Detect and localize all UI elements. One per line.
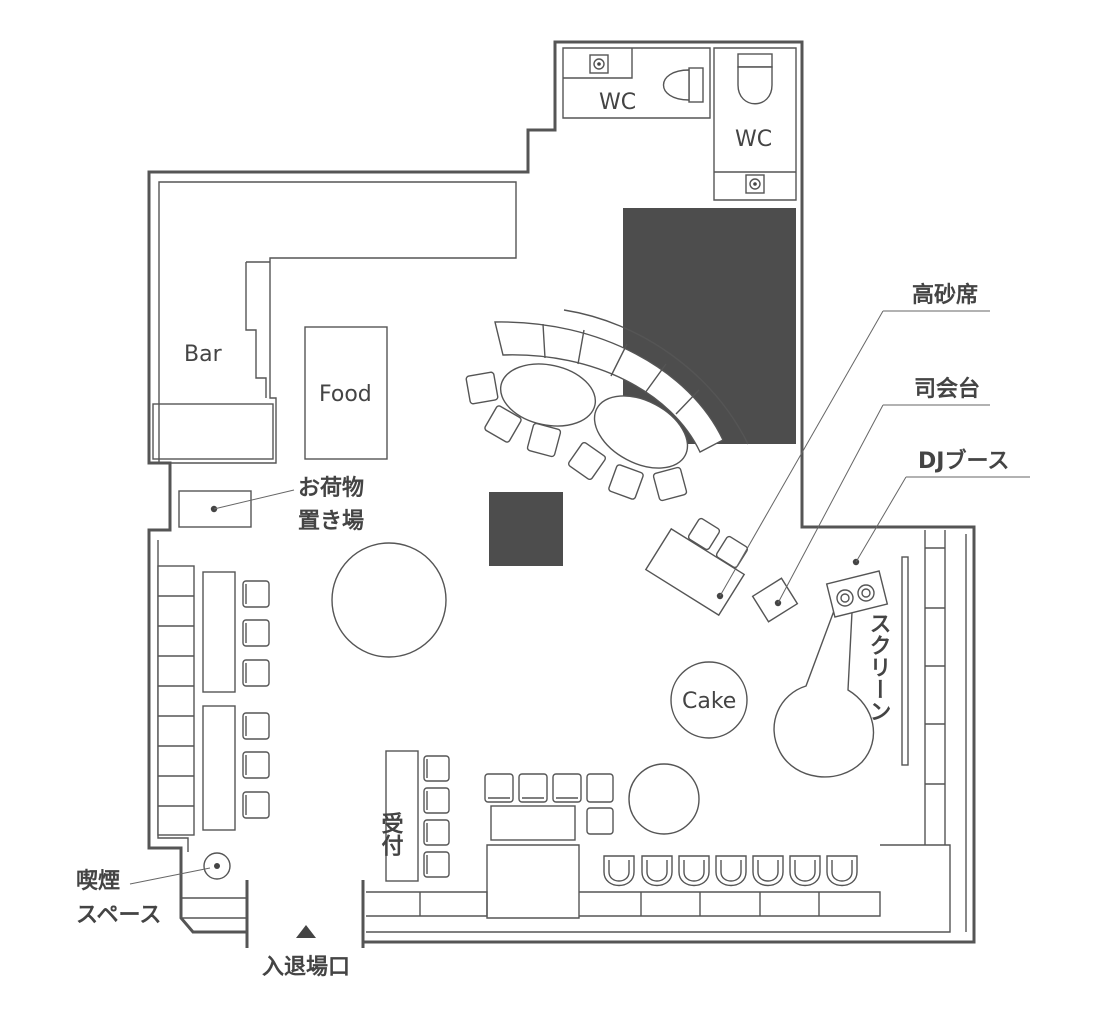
left-bench	[157, 565, 195, 836]
mc-podium	[751, 577, 799, 623]
food-label: Food	[319, 382, 372, 407]
left-chairs	[242, 580, 270, 819]
dj-booth-label: DJブース	[918, 448, 1009, 474]
reception-label-1: 受付	[378, 811, 404, 857]
smoking-label-line1: 喫煙	[76, 868, 120, 894]
bottom-chairs	[603, 855, 858, 887]
luggage-label-line1: お荷物	[298, 475, 364, 501]
triangle-up-icon	[296, 925, 316, 938]
head-table	[644, 517, 749, 617]
speaker-icon	[836, 584, 875, 607]
toilet-icon	[662, 67, 704, 103]
luggage-label-line2: 置き場	[298, 509, 364, 534]
screen-label: スクリーン	[866, 612, 891, 722]
bar-counter-lower	[152, 403, 274, 460]
luggage-table	[178, 490, 252, 528]
cake-table	[670, 661, 748, 739]
food-table	[304, 326, 388, 460]
long-table-2	[202, 705, 236, 831]
long-table-1	[202, 571, 236, 693]
ashtray-icon	[203, 852, 231, 880]
cake-label: Cake	[682, 689, 736, 714]
oval-table-chairs	[465, 371, 688, 502]
toilet-icon	[737, 53, 773, 105]
bar-label: Bar	[184, 342, 223, 367]
entrance-label: 入退場口	[262, 955, 350, 980]
round-table-large	[331, 542, 447, 658]
oval-tables	[499, 363, 689, 469]
curved-sofa	[494, 309, 749, 453]
head-table-leader	[719, 310, 884, 597]
sink-icon	[589, 54, 609, 74]
head-table-label: 高砂席	[912, 282, 978, 308]
pillar	[489, 492, 563, 566]
dj-booth	[773, 598, 875, 778]
wc-label-2: WC	[735, 127, 772, 152]
wc-label-1: WC	[599, 90, 636, 115]
round-table-small	[628, 763, 700, 835]
bottom-sofa	[484, 773, 614, 835]
reception-desk	[385, 750, 419, 882]
reception-chairs	[423, 755, 450, 878]
sink-icon	[745, 174, 765, 194]
smoking-label-line2: スペース	[76, 903, 161, 928]
mc-podium-label: 司会台	[914, 376, 980, 402]
low-table	[490, 805, 576, 841]
screen	[901, 556, 909, 766]
